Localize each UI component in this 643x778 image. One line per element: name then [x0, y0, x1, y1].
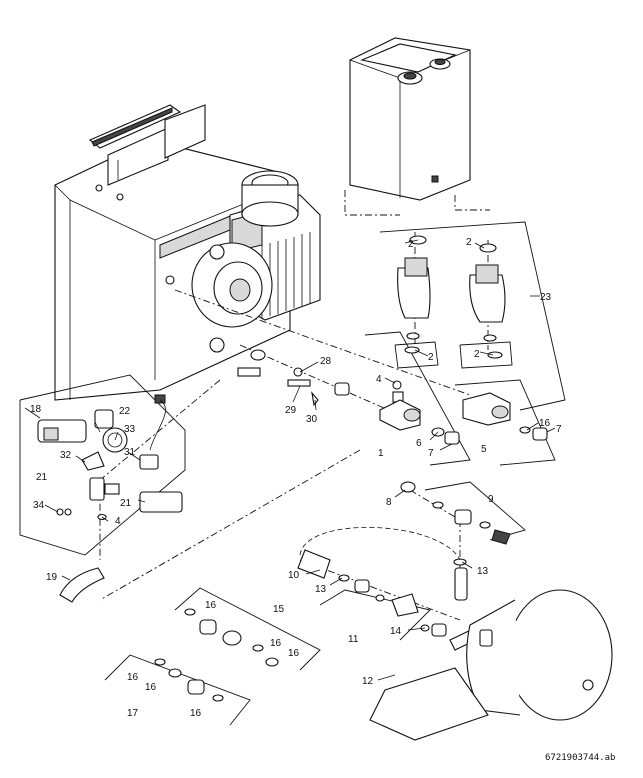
tank-unit	[349, 37, 471, 201]
leader-lines	[24, 239, 556, 681]
frame-18	[19, 374, 186, 556]
callout-15: 15	[273, 604, 285, 615]
callout-8: 8	[386, 497, 392, 508]
callout-7b: 7	[556, 424, 562, 435]
callout-6: 6	[416, 438, 422, 449]
callout-4a: 4	[376, 374, 382, 385]
callout-13a: 13	[477, 566, 489, 577]
hose-assembly	[297, 526, 481, 651]
callout-30: 30	[306, 414, 318, 425]
callout-13b: 13	[315, 584, 327, 595]
callout-22: 22	[119, 406, 131, 417]
callout-labels: 2 2 23 2 2 4 6 7 1 16 7 5 28 29 30 8 9 1…	[30, 237, 562, 719]
frame-11	[319, 589, 431, 641]
callout-19: 19	[46, 572, 58, 583]
callout-16c: 16	[270, 638, 282, 649]
burner-flue-assembly	[165, 170, 321, 353]
callout-16b: 16	[205, 600, 217, 611]
callout-10: 10	[288, 570, 300, 581]
callout-16d: 16	[288, 648, 300, 659]
callout-2d: 2	[474, 349, 480, 360]
callout-9: 9	[488, 494, 494, 505]
callout-1: 1	[378, 448, 384, 459]
callout-4b: 4	[115, 516, 121, 527]
valve-assembly-1	[379, 380, 460, 445]
callout-21a: 21	[36, 472, 48, 483]
frame-17	[104, 654, 251, 726]
callout-5: 5	[481, 444, 487, 455]
callout-2a: 2	[408, 239, 414, 250]
document-id: 6721903744.ab	[545, 753, 615, 763]
fittings-8-9	[400, 481, 511, 601]
callout-16g: 16	[190, 708, 202, 719]
callout-2b: 2	[466, 237, 472, 248]
frame-15	[174, 587, 321, 671]
callout-32: 32	[60, 450, 72, 461]
expansion-vessel	[466, 589, 613, 721]
callout-7a: 7	[428, 448, 434, 459]
callout-11: 11	[348, 634, 359, 645]
callout-18: 18	[30, 404, 42, 415]
callout-29: 29	[285, 405, 297, 416]
callout-12: 12	[362, 676, 374, 687]
seal-kit-17	[154, 658, 224, 702]
pipe-bends-23	[397, 235, 506, 359]
frame-5	[454, 379, 556, 466]
callout-21b: 21	[120, 498, 132, 509]
frame-9	[424, 481, 526, 541]
callout-23: 23	[540, 292, 552, 303]
callout-31: 31	[124, 447, 136, 458]
valve-assembly-5	[462, 392, 548, 441]
left-components	[37, 394, 183, 603]
callout-33: 33	[124, 424, 136, 435]
callout-34: 34	[33, 500, 45, 511]
callout-2c: 2	[428, 352, 434, 363]
seal-kit-15	[184, 608, 279, 667]
frame-1	[364, 331, 471, 466]
fittings-28-30	[237, 349, 350, 407]
frame-2-small-b	[459, 341, 513, 369]
callout-16e: 16	[127, 672, 139, 683]
boiler-housing	[54, 139, 291, 401]
frame-2-small-a	[394, 341, 439, 369]
callout-16a: 16	[539, 418, 551, 429]
control-panel-top	[88, 104, 206, 186]
mounting-plate	[369, 667, 489, 741]
callout-28: 28	[320, 356, 332, 367]
callout-16f: 16	[145, 682, 157, 693]
callout-14: 14	[390, 626, 402, 637]
callout-17: 17	[127, 708, 139, 719]
frame-23	[379, 221, 566, 411]
